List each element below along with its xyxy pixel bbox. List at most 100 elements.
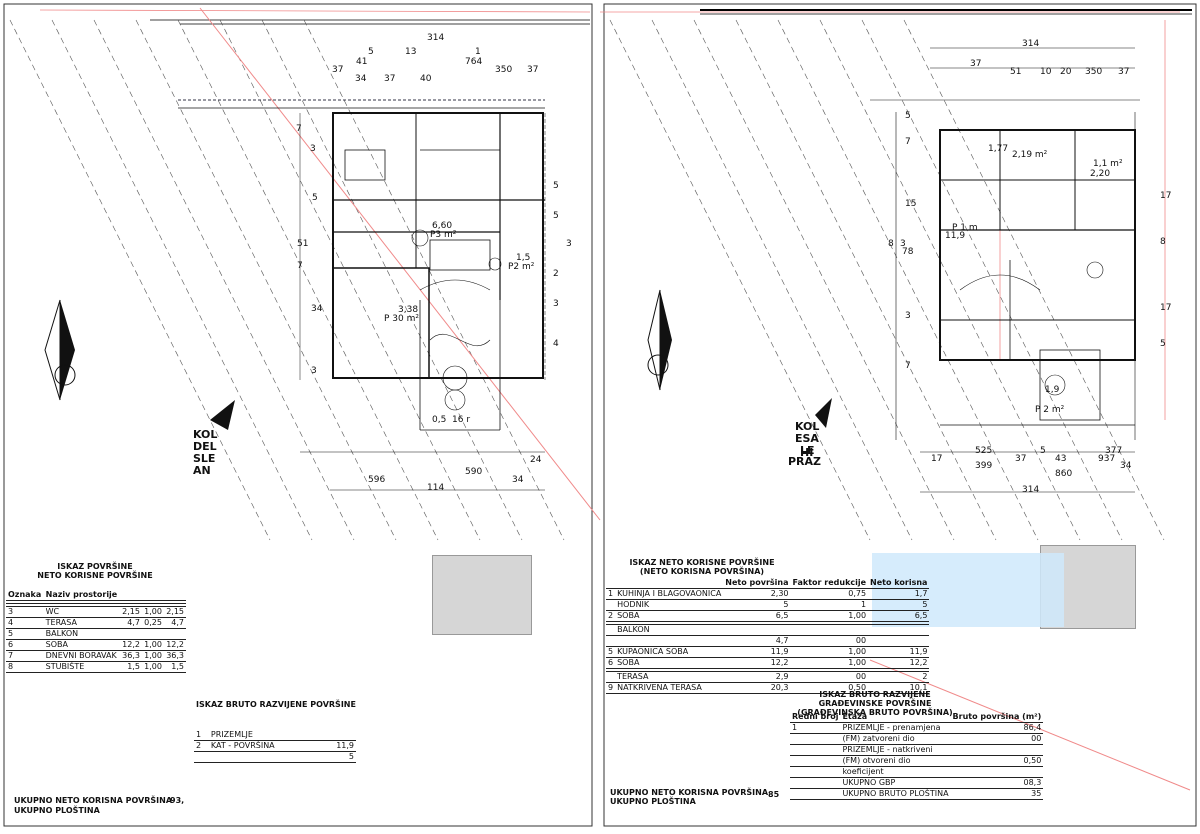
dim-label: 15: [905, 199, 917, 209]
dim-label: 314: [1022, 39, 1040, 49]
table-cell-no: 1: [194, 730, 209, 741]
table-cell-b: [141, 603, 164, 607]
table-cell-name: [208, 751, 321, 763]
table-header-cell: [606, 578, 616, 589]
room-area: 6,60: [432, 221, 453, 231]
table-cell-b: [141, 600, 164, 604]
room-label: P2 m²: [508, 262, 535, 272]
table-cell-a: 2,9: [723, 671, 791, 683]
table-cell-a: [119, 628, 142, 640]
table-cell-no: [606, 635, 616, 647]
table-cell-no: 6: [606, 657, 616, 669]
table-cell-b: 0,25: [141, 617, 164, 629]
dim-label: 5: [368, 47, 374, 57]
table-cell-a: [119, 603, 142, 607]
dim-label: 4: [553, 339, 559, 349]
table-cell-c: 12,2: [868, 657, 930, 669]
table-cell-name: PRIZEMLJE: [208, 730, 321, 741]
dim-label: 3: [553, 299, 559, 309]
table-cell-no: 6: [6, 639, 44, 651]
hatch-line: [651, 19, 913, 541]
dim-label: 7: [297, 261, 303, 271]
table-cell-b: 1: [790, 599, 869, 611]
room-area: 0,5: [432, 415, 447, 425]
hatch-line: [51, 19, 313, 541]
table-cell-a: 6,5: [723, 610, 791, 622]
table-cell-c: 4,7: [163, 617, 186, 629]
hatch-line: [735, 19, 997, 541]
dim-label: 17: [931, 454, 943, 464]
dim-label: 34: [1120, 461, 1132, 471]
table-cell-name: KUHINJA I BLAGOVAONICA: [615, 588, 724, 600]
hatch-line: [219, 19, 481, 541]
dim-label: 2: [553, 269, 559, 279]
table-cell-a: [723, 624, 791, 636]
table-cell-a: 4,7: [119, 617, 142, 629]
table-cell-val: 86,4: [950, 722, 1044, 734]
table-cell-name: [615, 635, 724, 647]
table-cell-no: [6, 600, 44, 604]
table-cell-no: 8: [6, 661, 44, 673]
diagonal-hatch: [9, 19, 1165, 541]
table-cell-b: [790, 621, 869, 625]
table-cell-no: 3: [6, 606, 44, 618]
table-cell-b: 1,00: [141, 606, 164, 618]
table-cell-no: 4: [6, 617, 44, 629]
dim-label: 10: [1040, 67, 1052, 77]
north-arrow-left: [44, 299, 76, 401]
compass-text: SLE: [193, 452, 216, 465]
table-cell-a: 2,15: [119, 606, 142, 618]
table-cell-b: 1,00: [141, 661, 164, 673]
table-cell-name: DNEVNI BORAVAK: [43, 650, 120, 662]
hatch-line: [693, 19, 955, 541]
compass-text: KOL: [795, 420, 820, 433]
dim-label: 3: [311, 366, 317, 376]
room-label: P 2 m²: [1035, 405, 1065, 415]
room-area: 1,5: [516, 253, 531, 263]
dim-label: 13: [405, 47, 417, 57]
room-area: 3,38: [398, 305, 419, 315]
dim-label: 377: [1105, 446, 1123, 456]
plan-symbol-right: [815, 398, 832, 428]
table-cell-val: 5: [320, 751, 356, 763]
dim-label: 37: [384, 74, 396, 84]
table-cell-name: UKUPNO GBP: [840, 777, 951, 789]
table-cell-no: 5: [6, 628, 44, 640]
table-cell-c: 2: [868, 671, 930, 683]
table-cell-a: [723, 621, 791, 625]
table-header-cell: Neto korisna: [868, 578, 930, 589]
table-cell-b: [790, 624, 869, 636]
table-cell-b: 1,00: [790, 646, 869, 658]
table-cell-name: (FM) zatvoreni dio: [840, 733, 951, 745]
right-floor-plan: [870, 47, 1140, 493]
table-cell-val: [950, 744, 1044, 756]
table-cell-name: TERASA: [615, 671, 724, 683]
table-title-line: ISKAZ BRUTO RAZVIJENE GRAĐEVINSKE POVRŠI…: [818, 690, 932, 708]
hatch-line: [609, 19, 871, 541]
dim-label: 7: [905, 361, 911, 371]
dim-label: 525: [975, 446, 993, 456]
room-label: P 1 m: [952, 223, 978, 233]
table-row: koeficijent: [790, 766, 1044, 778]
compass-text: DEL: [193, 440, 217, 453]
table-cell-no: 1: [790, 722, 841, 734]
table-cell-no: 7: [6, 650, 44, 662]
left-gray-box: [432, 555, 532, 635]
table-row: [606, 668, 930, 672]
